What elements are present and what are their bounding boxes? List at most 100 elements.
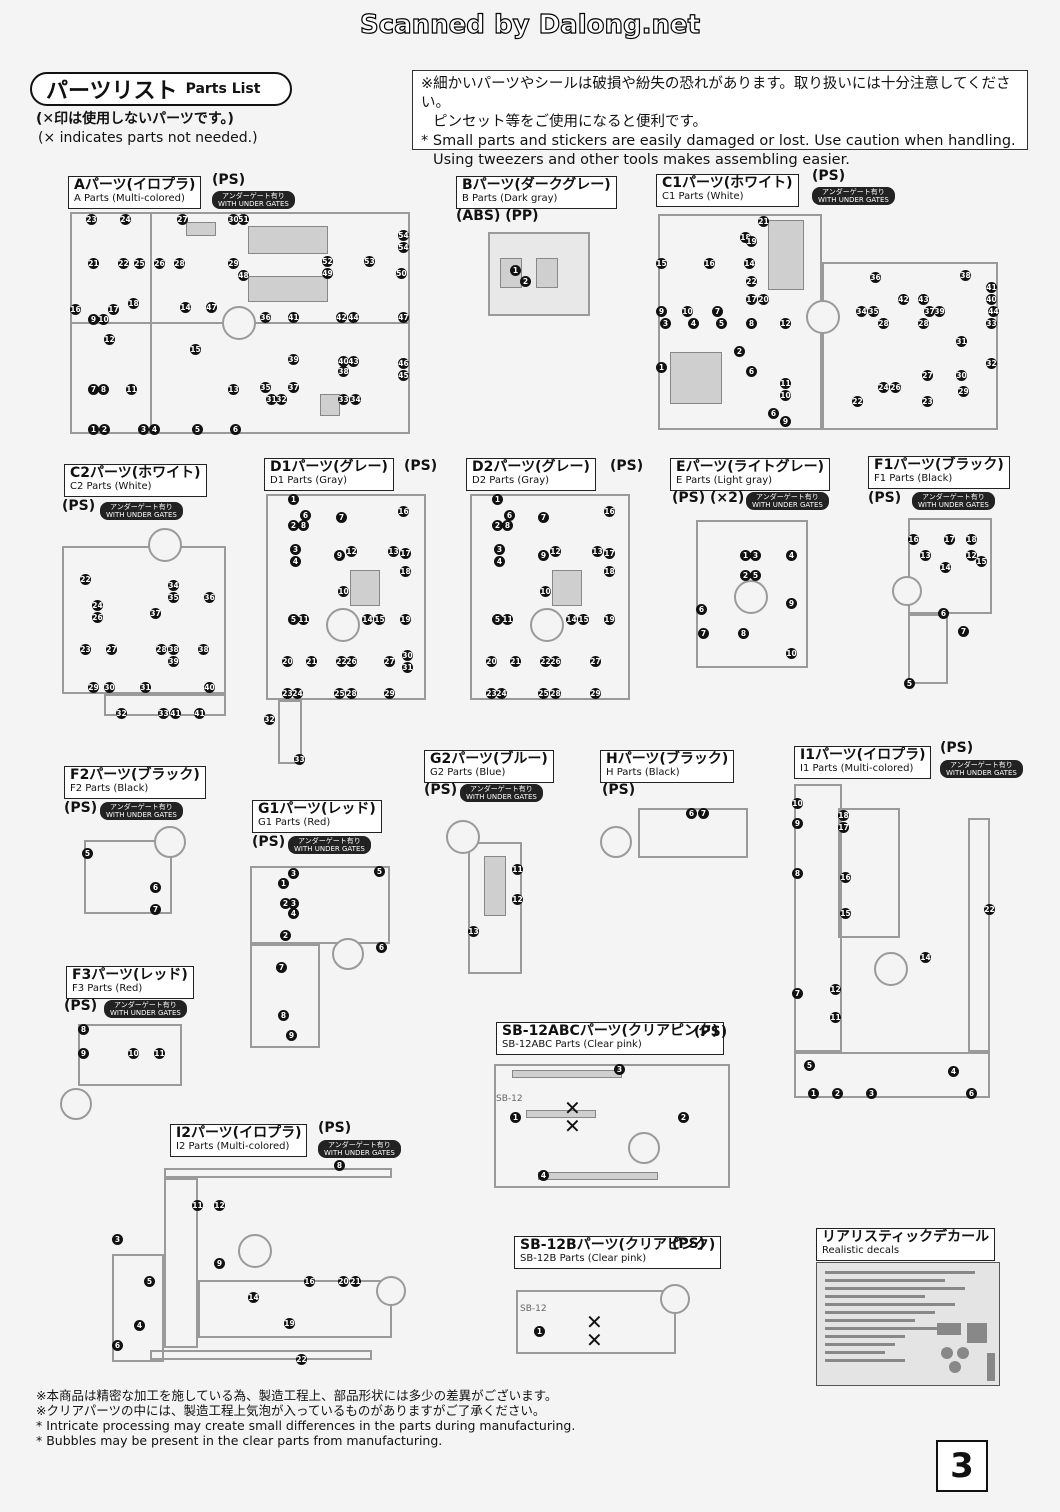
part-number: 26 xyxy=(890,382,901,393)
part-number: 11 xyxy=(126,384,137,395)
sprue-gate xyxy=(892,576,922,606)
part-number: 43 xyxy=(918,294,929,305)
footer-line1: ※本商品は精密な加工を施している為、製造工程上、部品形状には多少の差異がございま… xyxy=(36,1388,558,1403)
part-number: 19 xyxy=(604,614,615,625)
part-number: 23 xyxy=(80,644,91,655)
sprue-c2 xyxy=(62,546,226,694)
page-number: 3 xyxy=(936,1440,988,1492)
sprue-gate xyxy=(660,1284,690,1314)
part-number: 26 xyxy=(92,612,103,623)
material-d2: (PS) xyxy=(610,458,644,474)
part-shape xyxy=(526,1110,596,1118)
part-number: 28 xyxy=(550,688,561,699)
part-number: 41 xyxy=(288,312,299,323)
part-number: 42 xyxy=(898,294,909,305)
part-number: 31 xyxy=(402,662,413,673)
material-c2: (PS) xyxy=(62,498,96,514)
part-number: 9 xyxy=(214,1258,225,1269)
part-number: 9 xyxy=(88,314,99,325)
sheet-label-f1: F1パーツ(ブラック) F1 Parts (Black) xyxy=(868,456,1010,489)
part-number: 23 xyxy=(86,214,97,225)
part-number: 20 xyxy=(486,656,497,667)
part-number: 39 xyxy=(934,306,945,317)
part-number: 10 xyxy=(682,306,693,317)
part-number: 38 xyxy=(960,270,971,281)
part-number: 37 xyxy=(288,382,299,393)
sheet-label-c2: C2パーツ(ホワイト) C2 Parts (White) xyxy=(64,464,207,497)
part-number: 17 xyxy=(746,294,757,305)
part-shape xyxy=(536,258,558,288)
material-f2: (PS) xyxy=(64,800,98,816)
part-number: 16 xyxy=(304,1276,315,1287)
sprue-tag: SB-12 xyxy=(496,1094,523,1104)
sprue-gate xyxy=(238,1234,272,1268)
material-i2: (PS) xyxy=(318,1120,352,1136)
part-number: 13 xyxy=(468,926,479,937)
sprue-gate xyxy=(446,820,480,854)
part-number: 3 xyxy=(614,1064,625,1075)
sheet-label-sb12abc: SB-12ABCパーツ(クリアピンク) SB-12ABC Parts (Clea… xyxy=(496,1022,725,1055)
sheet-label-d2: D2パーツ(グレー) D2 Parts (Gray) xyxy=(466,458,596,491)
sprue-gate xyxy=(326,608,360,642)
part-number: 11 xyxy=(780,378,791,389)
part-number: 13 xyxy=(228,384,239,395)
part-number: 12 xyxy=(346,546,357,557)
part-number: 17 xyxy=(944,534,955,545)
part-number: 11 xyxy=(512,864,523,875)
part-number: 21 xyxy=(306,656,317,667)
sprue-gate xyxy=(332,938,364,970)
part-number: 17 xyxy=(400,548,411,559)
part-number: 18 xyxy=(838,810,849,821)
part-number: 12 xyxy=(214,1200,225,1211)
part-number: 5 xyxy=(144,1276,155,1287)
part-number: 4 xyxy=(290,556,301,567)
part-number: 19 xyxy=(284,1318,295,1329)
part-number: 7 xyxy=(712,306,723,317)
part-number: 4 xyxy=(688,318,699,329)
part-number: 27 xyxy=(590,656,601,667)
part-number: 19 xyxy=(400,614,411,625)
sprue-f2 xyxy=(84,840,172,914)
part-number: 3 xyxy=(138,424,149,435)
caution-line3: * Small parts and stickers are easily da… xyxy=(421,133,1016,149)
not-needed-x-icon: ✕ xyxy=(564,1114,581,1138)
part-number: 7 xyxy=(276,962,287,973)
part-number: 6 xyxy=(376,942,387,953)
not-needed-x-icon: ✕ xyxy=(586,1310,603,1334)
material-d1: (PS) xyxy=(404,458,438,474)
part-number: 7 xyxy=(88,384,99,395)
sprue-e xyxy=(696,520,808,668)
part-number: 29 xyxy=(384,688,395,699)
part-number: 23 xyxy=(282,688,293,699)
part-number: 14 xyxy=(940,562,951,573)
part-number: 10 xyxy=(98,314,109,325)
part-number: 8 xyxy=(746,318,757,329)
part-number: 4 xyxy=(288,908,299,919)
caution-line1: ※細かいパーツやシールは破損や紛失の恐れがあります。取り扱いには十分注意してくだ… xyxy=(421,76,1011,111)
footer-line2: ※クリアパーツの中には、製造工程上気泡が入っているものがありますがご了承ください… xyxy=(36,1403,546,1418)
part-number: 10 xyxy=(786,648,797,659)
part-number: 36 xyxy=(870,272,881,283)
part-number: 9 xyxy=(792,818,803,829)
part-number: 26 xyxy=(154,258,165,269)
part-number: 8 xyxy=(298,520,309,531)
part-shape xyxy=(248,226,328,254)
sprue-f1 xyxy=(908,518,992,614)
part-number: 13 xyxy=(388,546,399,557)
part-number: 2 xyxy=(99,424,110,435)
part-number: 8 xyxy=(98,384,109,395)
part-number: 10 xyxy=(338,586,349,597)
part-number: 22 xyxy=(80,574,91,585)
part-number: 1 xyxy=(88,424,99,435)
part-number: 20 xyxy=(282,656,293,667)
part-number: 37 xyxy=(924,306,935,317)
part-number: 14 xyxy=(920,952,931,963)
part-number: 25 xyxy=(334,688,345,699)
part-number: 7 xyxy=(538,512,549,523)
part-number: 31 xyxy=(140,682,151,693)
